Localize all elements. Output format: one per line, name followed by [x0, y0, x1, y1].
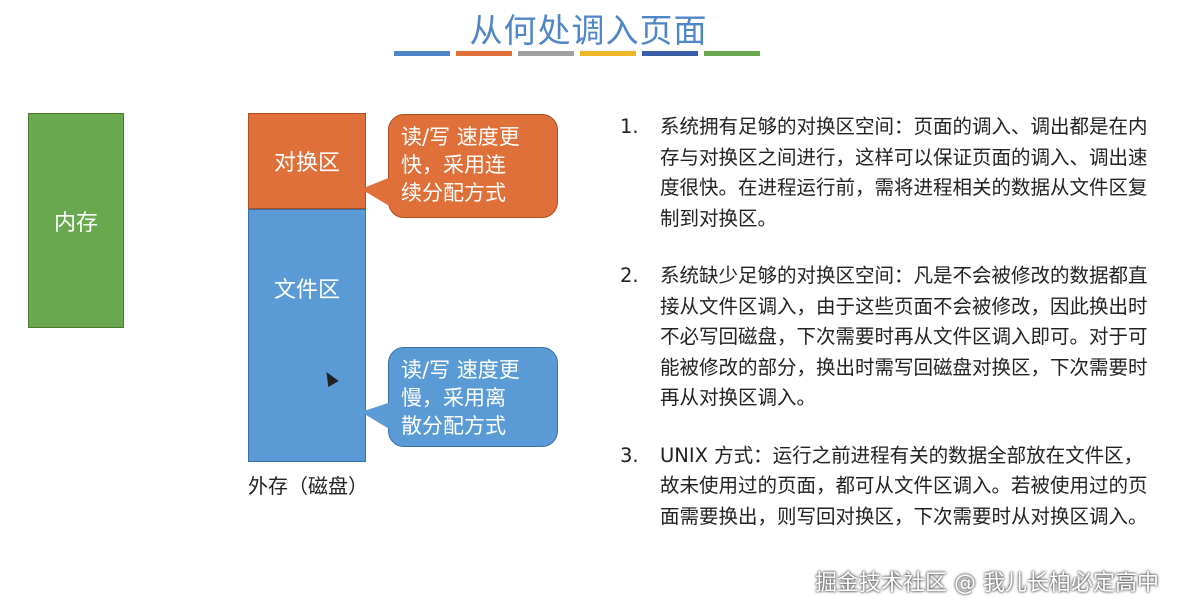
callout-line: 读/写 速度更	[401, 358, 520, 382]
swap-area-block: 对换区	[248, 113, 366, 209]
list-item-text: UNIX 方式：运行之前进程有关的数据全部放在文件区，故未使用过的页面，都可从文…	[660, 443, 1148, 528]
watermark: 掘金技术社区 @ 我儿长柏必定高中	[815, 571, 1159, 596]
memory-label: 内存	[53, 210, 98, 236]
callout-line: 续分配方式	[401, 181, 506, 205]
list-item: 2. 系统缺少足够的对换区空间：凡是不会被修改的数据都直接从文件区调入，由于这些…	[620, 261, 1150, 414]
file-callout: 读/写 速度更 慢，采用离 散分配方式	[361, 347, 558, 447]
title-bar	[456, 51, 512, 56]
callout-line: 慢，采用离	[401, 386, 506, 410]
title-bar	[518, 51, 574, 56]
title-bar	[642, 51, 698, 56]
explanation-list: 1. 系统拥有足够的对换区空间：页面的调入、调出都是在内存与对换区之间进行，这样…	[620, 112, 1150, 559]
list-item-text: 系统拥有足够的对换区空间：页面的调入、调出都是在内存与对换区之间进行，这样可以保…	[660, 115, 1148, 230]
memory-block: 内存	[28, 113, 124, 328]
file-area-label: 文件区	[273, 278, 340, 303]
swap-area-label: 对换区	[273, 151, 340, 176]
callout-pointer	[361, 177, 391, 207]
list-item: 3. UNIX 方式：运行之前进程有关的数据全部放在文件区，故未使用过的页面，都…	[620, 441, 1150, 533]
callout-line: 快，采用连	[401, 153, 506, 177]
title-bar	[704, 51, 760, 56]
title-bar	[580, 51, 636, 56]
callout-line: 散分配方式	[401, 414, 506, 438]
list-item-number: 3.	[620, 443, 639, 467]
file-area-block: 文件区	[248, 209, 366, 462]
list-item-text: 系统缺少足够的对换区空间：凡是不会被修改的数据都直接从文件区调入，由于这些页面不…	[660, 264, 1148, 409]
list-item-number: 1.	[620, 115, 639, 138]
swap-callout: 读/写 速度更 快，采用连 续分配方式	[361, 114, 558, 218]
page-title: 从何处调入页面	[469, 11, 708, 50]
callout-pointer	[361, 402, 391, 430]
list-item-number: 2.	[620, 264, 639, 287]
disk-label: 外存（磁盘）	[248, 474, 368, 498]
title-bar	[394, 51, 450, 56]
list-item: 1. 系统拥有足够的对换区空间：页面的调入、调出都是在内存与对换区之间进行，这样…	[620, 112, 1150, 234]
callout-line: 读/写 速度更	[401, 125, 520, 149]
